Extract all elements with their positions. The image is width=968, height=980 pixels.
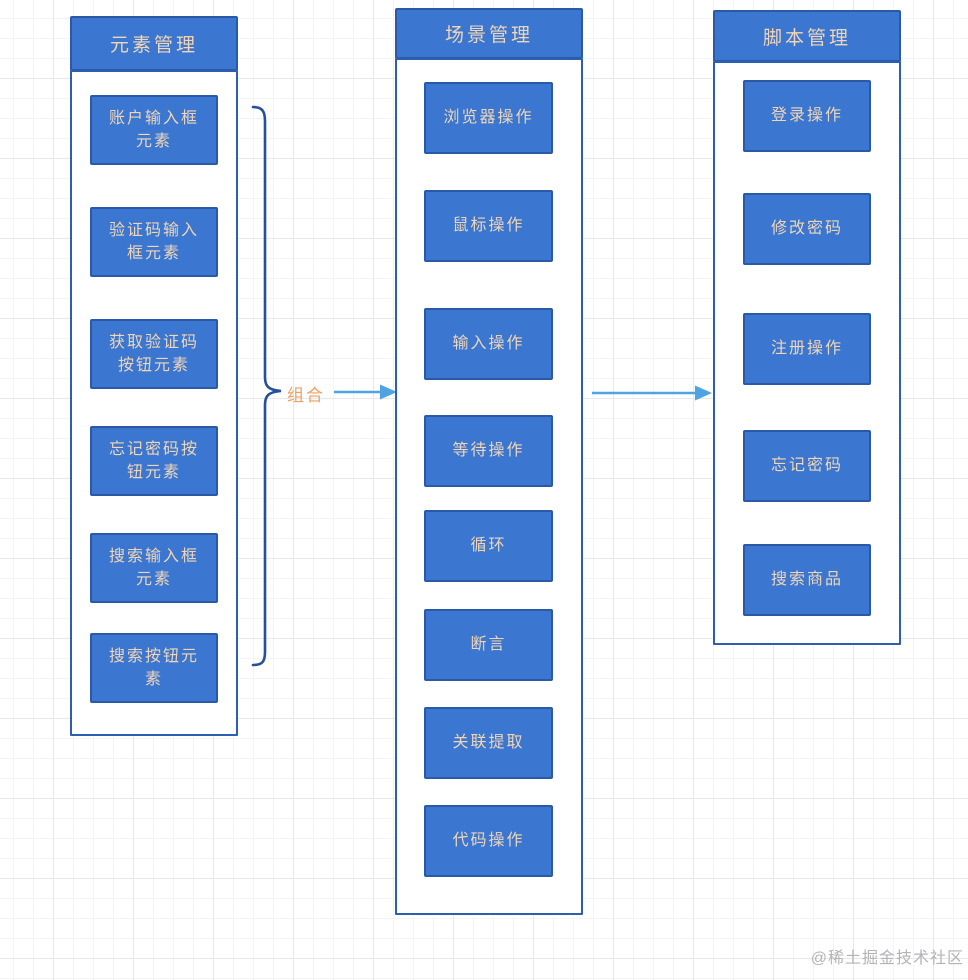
forgot-password-node: 忘记密码 [743, 430, 871, 502]
search-input-node: 搜索输入框元素 [90, 533, 218, 603]
combine-label: 组合 [287, 386, 325, 405]
arrow-scene-to-script [592, 385, 712, 401]
register-operation-node: 注册操作 [743, 313, 871, 385]
correlation-extract-node: 关联提取 [424, 707, 553, 779]
account-input-node: 账户输入框元素 [90, 95, 218, 165]
search-product-node: 搜索商品 [743, 544, 871, 616]
browser-operation-node: 浏览器操作 [424, 82, 553, 154]
arrow-combine-to-scene [334, 384, 397, 400]
forgot-password-button-node: 忘记密码按钮元素 [90, 426, 218, 496]
watermark: @稀土掘金技术社区 [810, 950, 964, 967]
brace-shape [251, 105, 282, 667]
get-captcha-button-node: 获取验证码按钮元素 [90, 319, 218, 389]
login-operation-node: 登录操作 [743, 80, 871, 152]
mouse-operation-node: 鼠标操作 [424, 190, 553, 262]
change-password-node: 修改密码 [743, 193, 871, 265]
element-management-header: 元素管理 [70, 16, 238, 71]
captcha-input-node: 验证码输入框元素 [90, 207, 218, 277]
loop-node: 循环 [424, 510, 553, 582]
wait-operation-node: 等待操作 [424, 415, 553, 487]
search-button-node: 搜索按钮元素 [90, 633, 218, 703]
element-management-container [70, 70, 238, 736]
code-operation-node: 代码操作 [424, 805, 553, 877]
assertion-node: 断言 [424, 609, 553, 681]
script-management-header: 脚本管理 [713, 10, 901, 62]
input-operation-node: 输入操作 [424, 308, 553, 380]
scene-management-header: 场景管理 [395, 8, 583, 59]
